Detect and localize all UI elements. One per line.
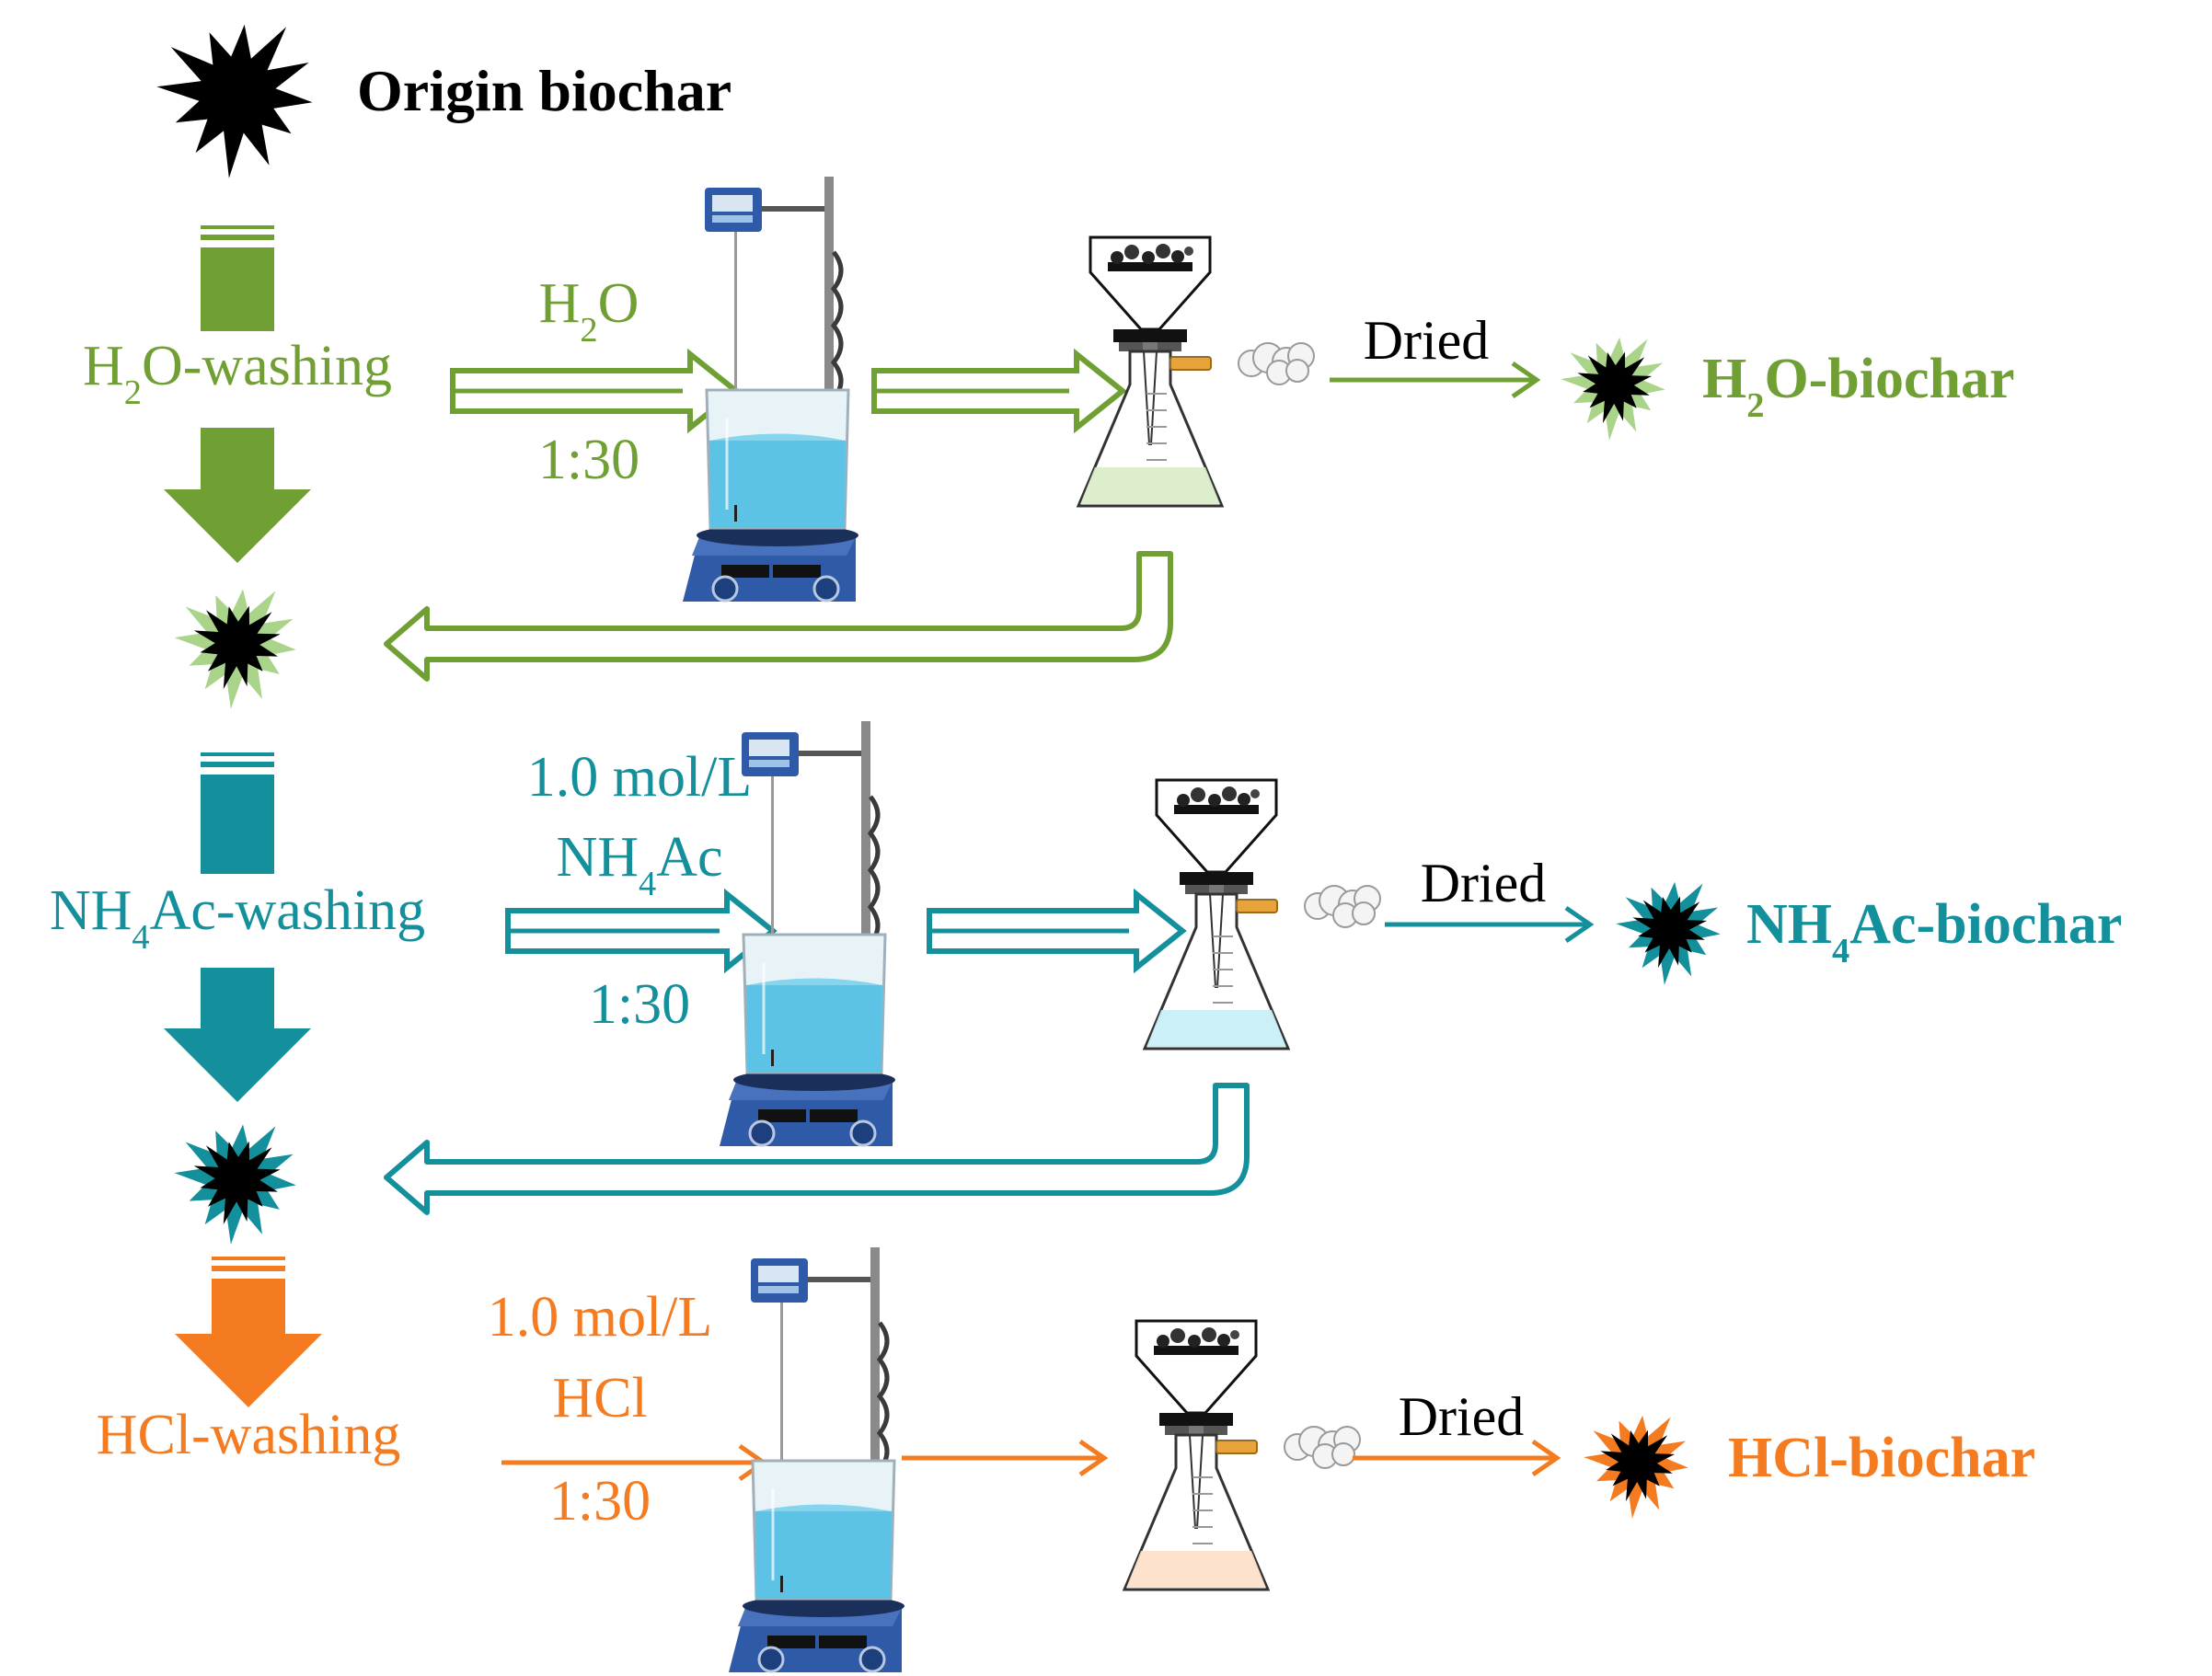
- stage-h2o-dried-arrow: [1330, 361, 1541, 399]
- magnetic-stirrer-icon: [683, 177, 858, 602]
- stage-nh4ac-flow-bar: [201, 752, 274, 874]
- stage-h2o-down-arrow: [164, 428, 311, 563]
- stage-h2o-feed-arrow: [450, 348, 741, 434]
- stage-hcl: HCl-washing 1.0 mol/L HCl 1:30 DriedHCl-bioc…: [97, 1247, 2035, 1672]
- origin-biochar-label: Origin biochar: [357, 58, 732, 123]
- stage-h2o-side-label: H2O-washing: [83, 335, 392, 412]
- stage-nh4ac-return-arrow: [384, 1083, 1250, 1215]
- filter-flask-icon: [1123, 1319, 1361, 1591]
- stage-hcl-product-star-icon: [1584, 1415, 1688, 1519]
- stage-nh4ac-ratio-label: 1:30: [589, 973, 690, 1036]
- stage-nh4ac-intermediate-star-icon: [174, 1124, 296, 1245]
- stage-hcl-down-arrow: [175, 1299, 322, 1407]
- stage-hcl-transfer-arrow: [902, 1439, 1109, 1477]
- stage-hcl-ratio-label: 1:30: [549, 1470, 651, 1533]
- stage-nh4ac-dried-arrow: [1385, 905, 1595, 944]
- stage-hcl-product-label: HCl-biochar: [1728, 1427, 2035, 1489]
- stage-hcl-reagent-label: HCl: [552, 1367, 647, 1429]
- filter-flask-icon: [1143, 778, 1381, 1050]
- stage-nh4ac-reagent-label: 1.0 mol/L: [527, 746, 753, 809]
- stage-h2o-reagent-label: H2O: [539, 272, 639, 350]
- stage-nh4ac-side-label: NH4Ac-washing: [50, 879, 425, 957]
- stage-h2o-product-star-icon: [1561, 337, 1665, 441]
- stage-h2o-transfer-arrow: [871, 348, 1127, 434]
- stage-nh4ac-dried-label: Dried: [1421, 853, 1547, 913]
- stage-nh4ac-reagent-label: NH4Ac: [556, 826, 722, 903]
- stage-hcl-side-label: HCl-washing: [97, 1404, 401, 1466]
- stage-hcl-reagent-label: 1.0 mol/L: [488, 1286, 713, 1349]
- stage-nh4ac-transfer-arrow: [927, 888, 1187, 974]
- stage-hcl-dried-label: Dried: [1399, 1386, 1525, 1447]
- stage-h2o-return-arrow: [384, 551, 1173, 682]
- stages-layer: H2O-washingH2O1:30DriedH2O-biocharNH4Ac-…: [50, 177, 2122, 1672]
- stage-h2o-product-label: H2O-biochar: [1702, 348, 2015, 425]
- stage-nh4ac-feed-arrow: [505, 888, 778, 974]
- stage-nh4ac-product-label: NH4Ac-biochar: [1746, 893, 2122, 970]
- stage-h2o-ratio-label: 1:30: [538, 429, 639, 491]
- stage-nh4ac-down-arrow: [164, 968, 311, 1102]
- stage-nh4ac: NH4Ac-washing 1.0 mol/L NH4Ac 1:30 DriedNH4A…: [50, 721, 2122, 1245]
- stage-hcl-dried-arrow: [1353, 1439, 1561, 1477]
- stage-h2o-dried-label: Dried: [1364, 310, 1490, 371]
- magnetic-stirrer-icon: [729, 1247, 904, 1672]
- stage-h2o-flow-bar: [201, 225, 274, 331]
- stage-nh4ac-product-star-icon: [1616, 881, 1721, 985]
- origin-biochar-icon: [156, 24, 313, 178]
- stage-h2o-intermediate-star-icon: [174, 589, 296, 709]
- filter-flask-icon: [1077, 235, 1315, 508]
